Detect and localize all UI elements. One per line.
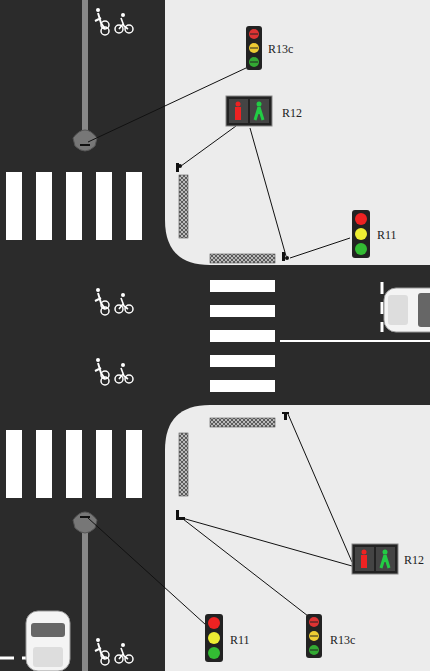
sign-code: R11 (228, 633, 252, 647)
sign-code: R11 (375, 228, 399, 242)
sign-code: R13c (266, 42, 295, 56)
sign-code: R12 (280, 106, 304, 120)
sign-code: R13c (328, 633, 357, 647)
sign-code: R12 (402, 553, 426, 567)
